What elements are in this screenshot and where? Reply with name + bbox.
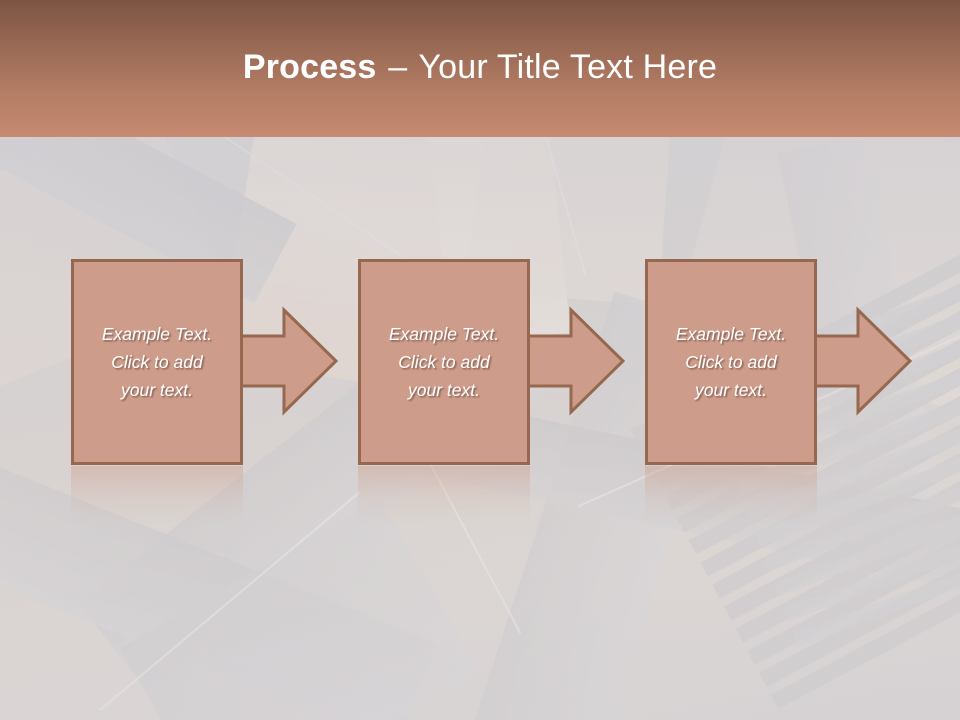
- process-step-2-line-2: Click to add: [398, 352, 490, 372]
- page-title-dash: –: [388, 48, 408, 86]
- process-step-1-line-1: Example Text.: [101, 324, 213, 344]
- process-step-text-3: Example Text. Click to add your text.: [668, 320, 794, 404]
- page-title-rest: Your Title Text Here: [418, 48, 718, 86]
- process-step-box-2[interactable]: Example Text. Click to add your text.: [358, 259, 530, 465]
- process-step-3-line-1: Example Text.: [675, 324, 787, 344]
- process-step-box-3[interactable]: Example Text. Click to add your text.: [645, 259, 817, 465]
- right-arrow-icon: [515, 306, 626, 416]
- process-arrow-3[interactable]: [802, 306, 913, 416]
- process-arrow-1[interactable]: [228, 306, 339, 416]
- process-step-text-2: Example Text. Click to add your text.: [381, 320, 507, 404]
- page-title-strong: Process: [242, 48, 377, 86]
- slide-header: Process – Your Title Text Here: [0, 0, 960, 137]
- process-step-1-line-3: your text.: [121, 380, 193, 400]
- process-arrow-2[interactable]: [515, 306, 626, 416]
- process-step-box-1[interactable]: Example Text. Click to add your text.: [71, 259, 243, 465]
- right-arrow-icon: [228, 306, 339, 416]
- process-step-3-line-2: Click to add: [685, 352, 777, 372]
- page-title: Process – Your Title Text Here: [0, 46, 960, 88]
- process-step-2-line-1: Example Text.: [388, 324, 500, 344]
- box-reflection-3: [645, 466, 817, 524]
- process-step-2-line-3: your text.: [408, 380, 480, 400]
- right-arrow-icon: [802, 306, 913, 416]
- process-step-1-line-2: Click to add: [111, 352, 203, 372]
- box-reflection-1: [71, 466, 243, 524]
- process-step-text-1: Example Text. Click to add your text.: [94, 320, 220, 404]
- box-reflection-2: [358, 466, 530, 524]
- process-step-3-line-3: your text.: [695, 380, 767, 400]
